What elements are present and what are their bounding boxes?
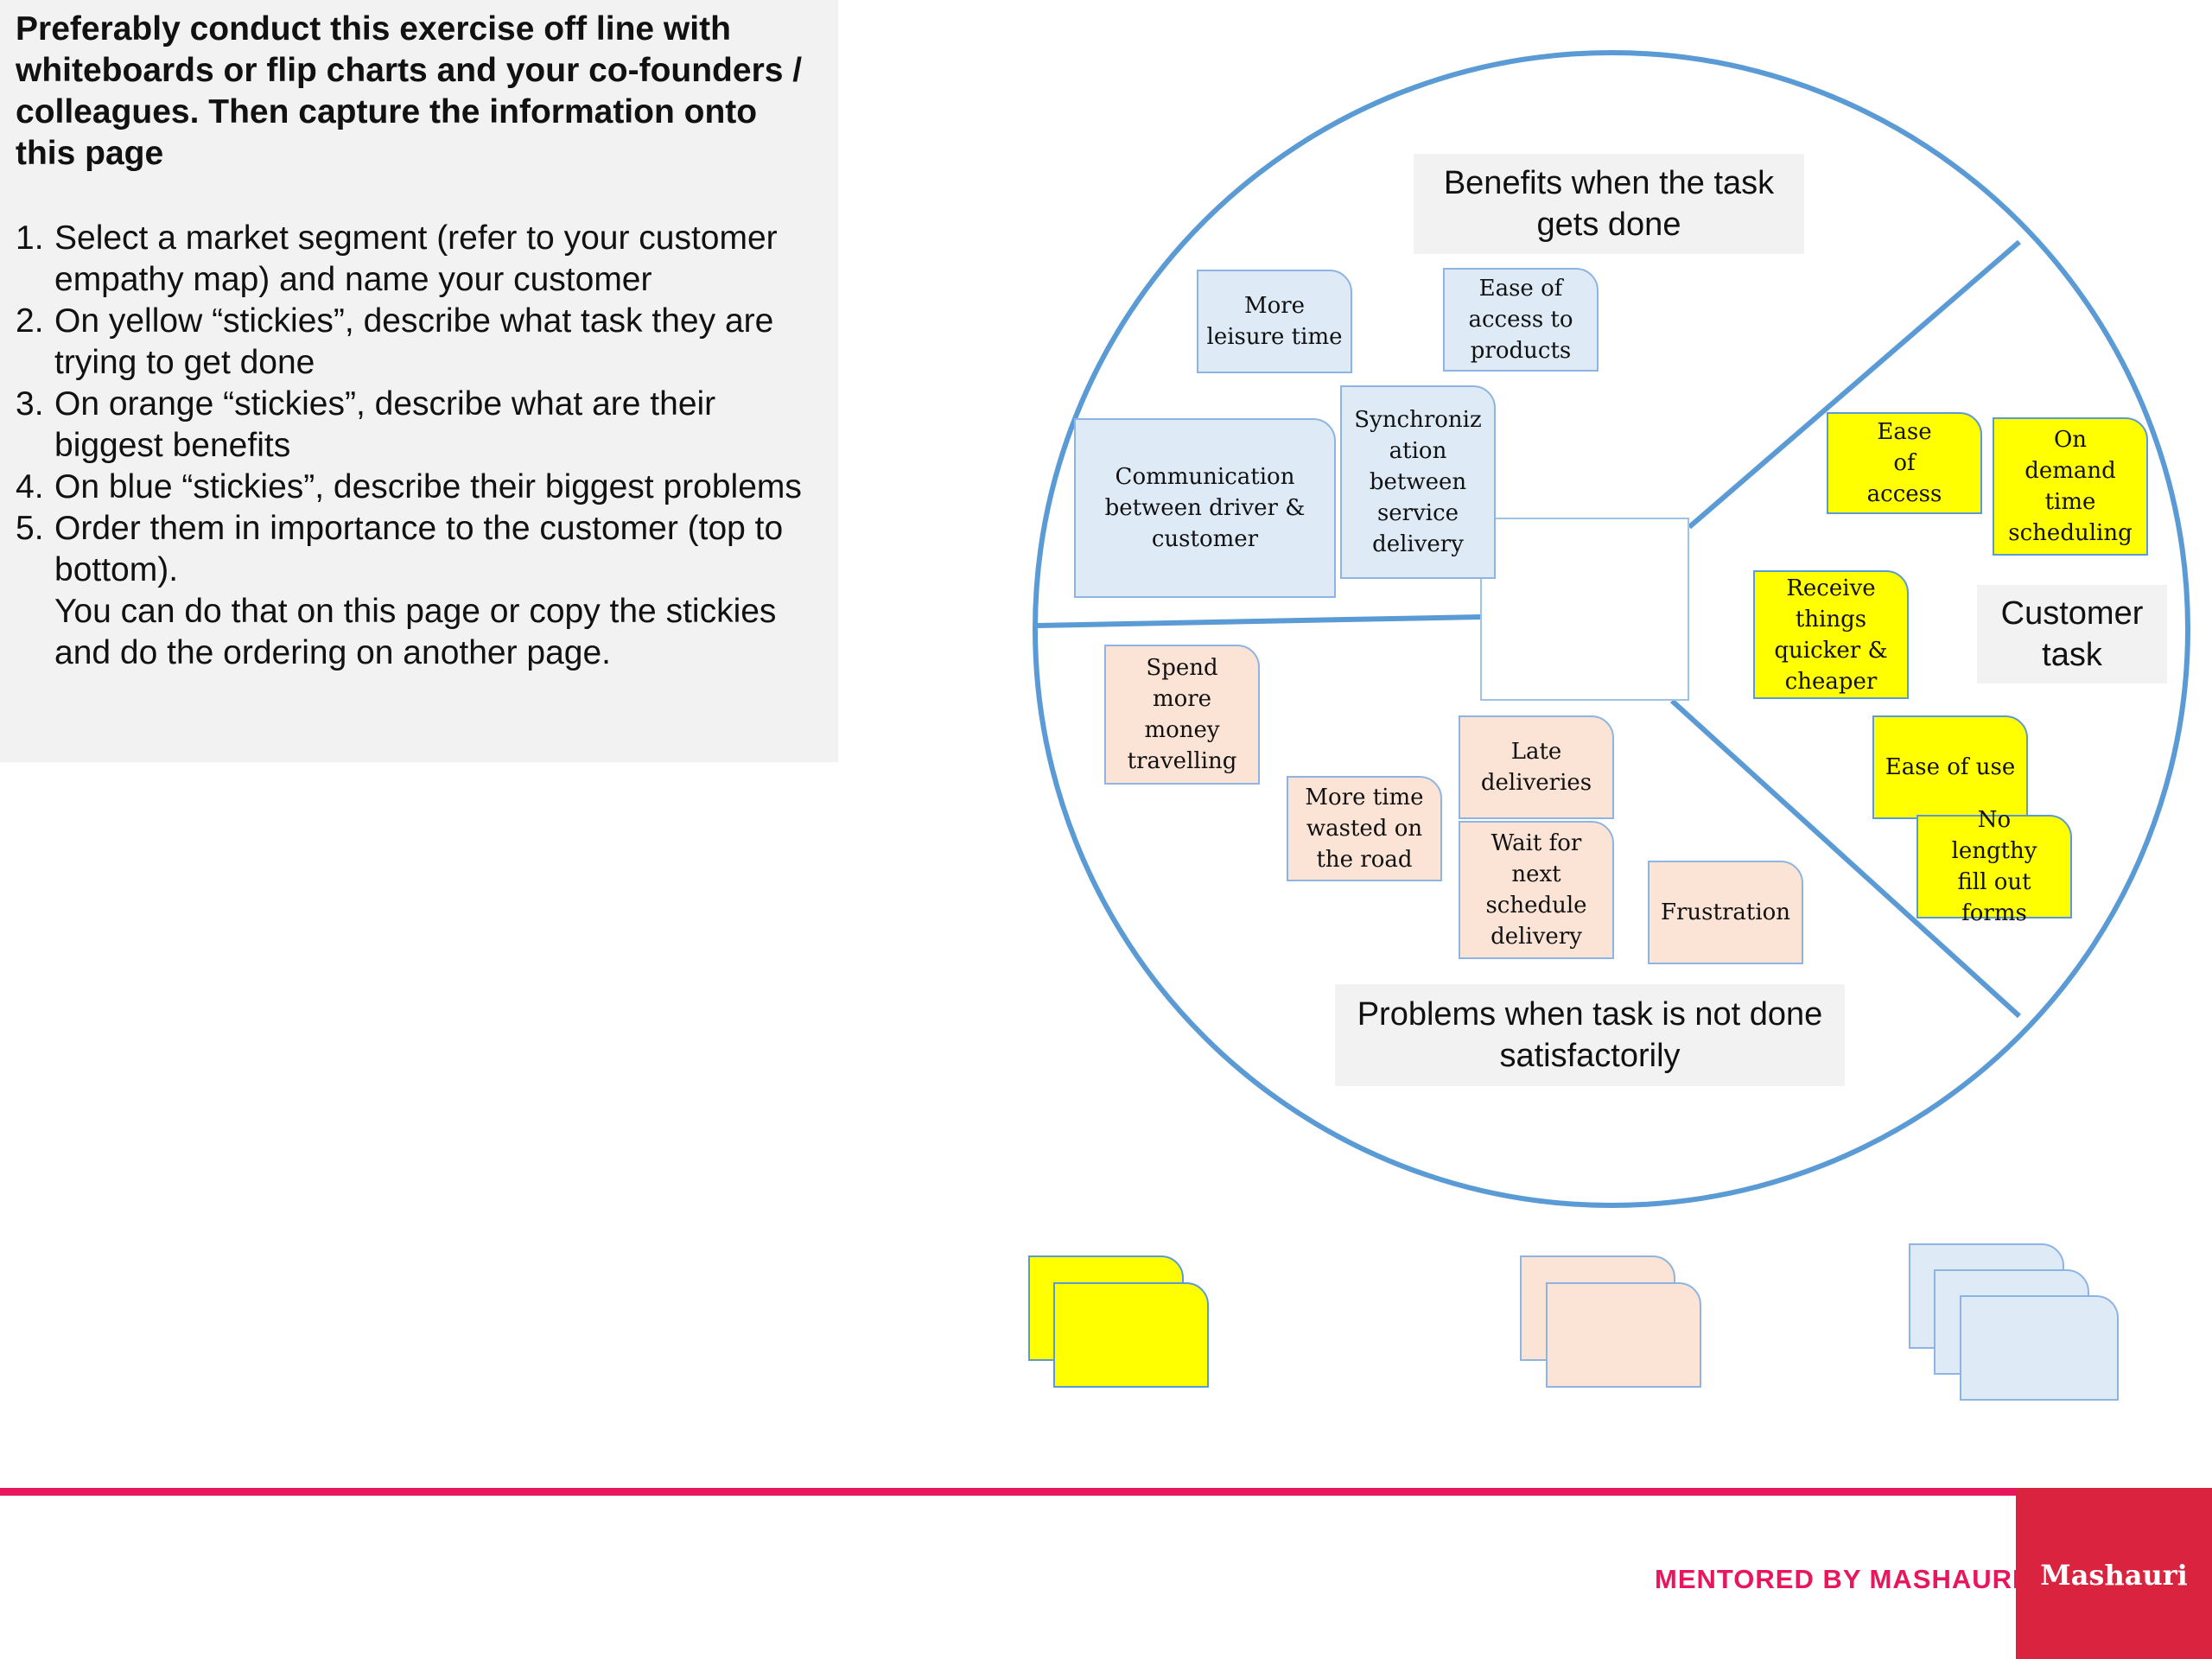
instruction-step: 5. Order them in importance to the custom… bbox=[16, 508, 823, 674]
sticky-problem[interactable]: Spend more money travelling bbox=[1104, 645, 1260, 785]
instruction-step: 1. Select a market segment (refer to your… bbox=[16, 218, 823, 301]
problems-label: Problems when task is not done satisfact… bbox=[1335, 984, 1845, 1086]
logo-text: Mashauri bbox=[2040, 1559, 2188, 1592]
sticky-benefit[interactable]: Synchroniz ation between service deliver… bbox=[1340, 385, 1496, 579]
sticky-task[interactable]: Receive things quicker & cheaper bbox=[1753, 570, 1909, 699]
instruction-step: 2. On yellow “stickies”, describe what ta… bbox=[16, 301, 823, 384]
instruction-step: 4. On blue “stickies”, describe their big… bbox=[16, 467, 823, 508]
step-text: On yellow “stickies”, describe what task… bbox=[54, 302, 774, 381]
step-number: 4. bbox=[16, 468, 44, 505]
step-text: Order them in importance to the customer… bbox=[54, 510, 784, 671]
sticky-benefit[interactable]: Communication between driver & customer bbox=[1074, 418, 1336, 598]
step-number: 1. bbox=[16, 219, 44, 257]
sticky-task[interactable]: On demand time scheduling bbox=[1993, 417, 2148, 556]
spare-sticky-blue[interactable] bbox=[1960, 1295, 2119, 1401]
spare-sticky-yellow[interactable] bbox=[1053, 1282, 1209, 1388]
step-number: 5. bbox=[16, 510, 44, 547]
sticky-task[interactable]: Ease of use bbox=[1872, 715, 2028, 819]
sticky-task[interactable]: No lengthy fill out forms bbox=[1916, 807, 2072, 926]
divider-bottom-right bbox=[1669, 698, 2022, 1019]
benefits-label: Benefits when the task gets done bbox=[1414, 154, 1804, 254]
footer-divider bbox=[0, 1488, 2212, 1496]
divider-top-right bbox=[1688, 239, 2021, 530]
step-number: 2. bbox=[16, 302, 44, 340]
instruction-step: 3. On orange “stickies”, describe what ar… bbox=[16, 384, 823, 467]
step-number: 3. bbox=[16, 385, 44, 423]
instructions-list: 1. Select a market segment (refer to your… bbox=[16, 218, 823, 674]
sticky-benefit[interactable]: Ease of access to products bbox=[1443, 268, 1599, 372]
customer-name-box[interactable] bbox=[1480, 518, 1689, 701]
spare-sticky-orange[interactable] bbox=[1546, 1282, 1701, 1388]
sticky-problem[interactable]: Frustration bbox=[1648, 861, 1803, 964]
sticky-problem[interactable]: Wait for next schedule delivery bbox=[1459, 821, 1614, 959]
job-circle bbox=[1033, 50, 2190, 1208]
mashauri-logo: Mashauri bbox=[2016, 1488, 2212, 1659]
sticky-problem[interactable]: More time wasted on the road bbox=[1287, 776, 1442, 881]
sticky-task[interactable]: Ease of access bbox=[1827, 412, 1982, 514]
customer-task-label: Customer task bbox=[1977, 585, 2167, 683]
sticky-problem[interactable]: Late deliveries bbox=[1459, 715, 1614, 819]
mentored-by-text: MENTORED BY MASHAURI bbox=[1655, 1564, 2021, 1594]
step-text: On orange “stickies”, describe what are … bbox=[54, 385, 716, 464]
step-text: Select a market segment (refer to your c… bbox=[54, 219, 778, 298]
divider-left bbox=[1036, 614, 1481, 628]
instructions-title: Preferably conduct this exercise off lin… bbox=[16, 10, 803, 172]
sticky-benefit[interactable]: More leisure time bbox=[1197, 270, 1352, 373]
instructions-panel: Preferably conduct this exercise off lin… bbox=[0, 0, 838, 762]
step-text: On blue “stickies”, describe their bigge… bbox=[54, 468, 802, 505]
